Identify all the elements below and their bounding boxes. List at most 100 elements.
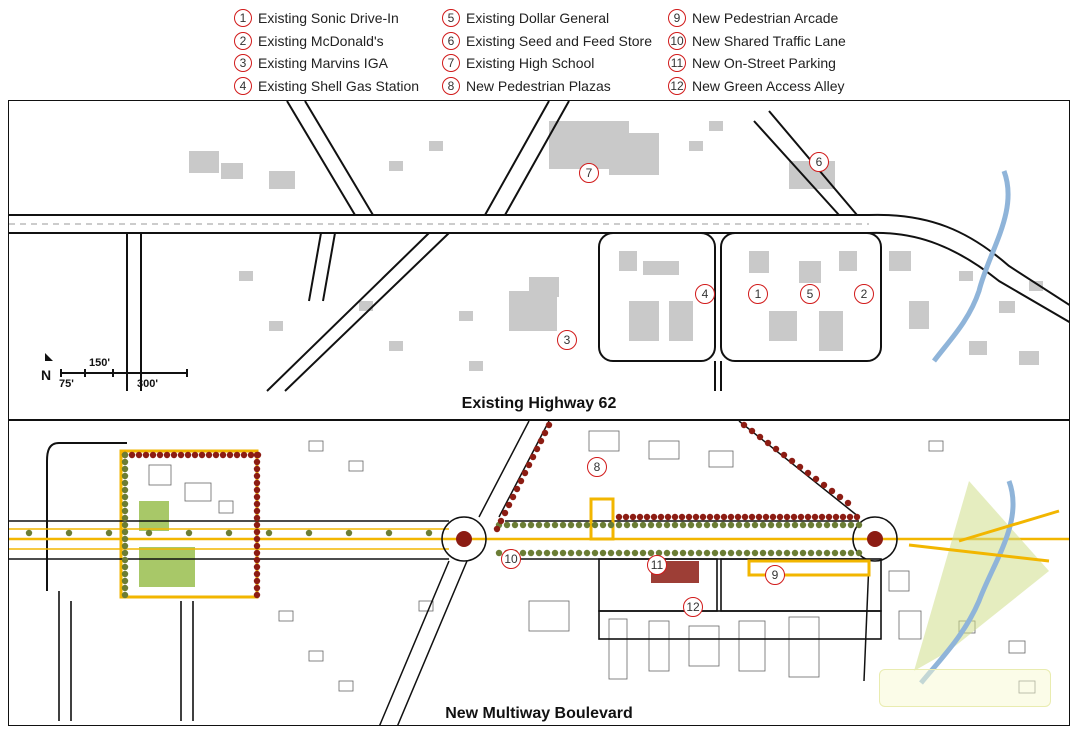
tree [121,563,129,571]
tree [807,549,815,557]
building [389,341,403,351]
tree [533,445,541,453]
legend-label: Existing Dollar General [466,10,610,26]
building [909,301,929,329]
tree [664,513,672,521]
tree [687,549,695,557]
roads-south-west [58,591,194,721]
tree [541,429,549,437]
tree [525,461,533,469]
tree [783,549,791,557]
legend-number: 7 [442,54,460,72]
building [648,620,670,672]
tree [185,529,193,537]
roundabout-east-center [867,531,883,547]
tree [743,549,751,557]
roundabout-west-center [456,531,472,547]
tree [253,570,261,578]
tree [505,501,513,509]
tree [511,521,519,529]
building [429,141,443,151]
building [359,301,373,311]
tree [663,521,671,529]
building [528,600,570,632]
tree [425,529,433,537]
tree [253,563,261,571]
tree [772,445,780,453]
building [889,251,911,271]
tree [671,549,679,557]
building-footprints [189,121,1043,371]
building [269,171,295,189]
tree [205,451,213,459]
building [688,625,720,667]
tree [755,513,763,521]
tree [679,521,687,529]
tree [799,549,807,557]
tree [791,521,799,529]
map-marker: 3 [557,330,577,350]
building [609,133,659,175]
building [619,251,637,271]
alley-road [714,361,722,391]
tree [629,513,637,521]
legend-number: 11 [668,54,686,72]
legend-number: 4 [234,77,252,95]
tree [719,521,727,529]
tree [226,451,234,459]
tree [121,451,129,459]
building [278,610,294,622]
tree [591,521,599,529]
north-arrow: N [41,367,52,383]
legend-number: 2 [234,32,252,50]
tree [543,549,551,557]
building [769,311,797,341]
legend-label: New Pedestrian Arcade [692,10,839,26]
tree [142,451,150,459]
tree [535,549,543,557]
tree [703,549,711,557]
building [708,450,734,468]
tree [253,549,261,557]
tree [163,451,171,459]
creek [919,480,1016,685]
map-marker: 1 [748,284,768,304]
tree [65,529,73,537]
tree [740,421,748,429]
tree [804,513,812,521]
tree [727,549,735,557]
panel-title-existing: Existing Highway 62 [461,395,617,412]
building [969,341,987,355]
lawn-south [139,547,195,587]
tree [811,513,819,521]
tree [636,513,644,521]
legend-label: Existing McDonald's [258,33,384,49]
tree [751,549,759,557]
greenway [914,481,1049,671]
tree [687,521,695,529]
tree [503,521,511,529]
tree [121,514,129,522]
tree [631,549,639,557]
tree [170,451,178,459]
building [669,301,693,341]
panel-title-proposed: New Multiway Boulevard [445,705,633,722]
tree [253,556,261,564]
tree [521,469,529,477]
tree [135,451,143,459]
tree [735,549,743,557]
building [1008,640,1026,654]
north-south-road-west [126,233,142,391]
tree [253,507,261,515]
tree [647,521,655,529]
tree [591,549,599,557]
building [928,440,944,452]
tree [253,458,261,466]
building [308,650,324,662]
map-marker: 12 [683,597,703,617]
building [338,680,354,692]
tree [575,521,583,529]
